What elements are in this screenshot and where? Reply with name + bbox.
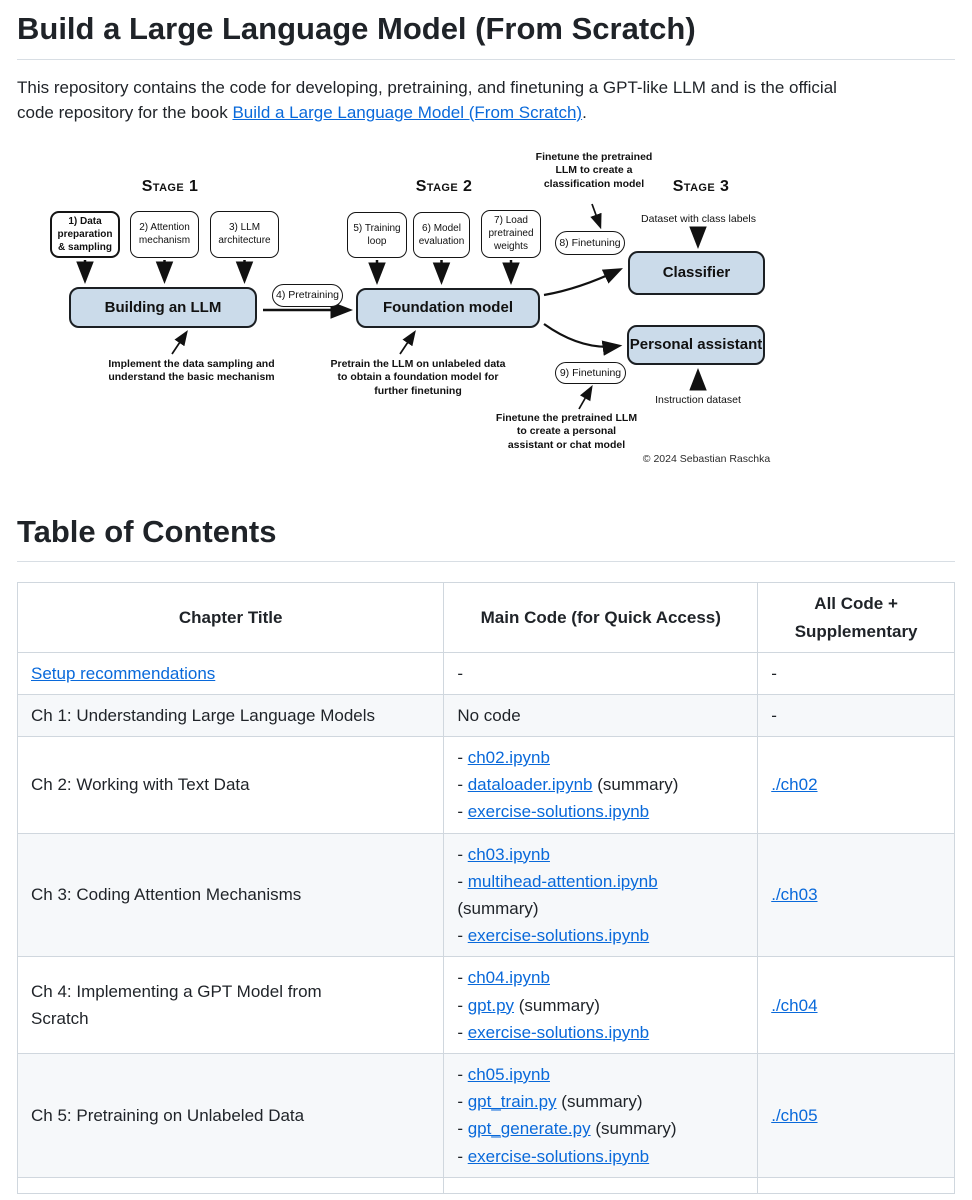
step2-attention-mechanism-box: 2) Attention mechanism [130, 210, 199, 258]
step1-data-preparation-box: 1) Data preparation & sampling [50, 210, 120, 258]
main-code-cell: - ch05.ipynb- gpt_train.py (summary)- gp… [443, 1052, 759, 1178]
code-file-link[interactable]: ch03.ipynb [467, 844, 550, 864]
stage1-label: Stage 1 [141, 177, 199, 195]
all-code-cell: - [757, 651, 955, 695]
code-file-link[interactable]: ch05.ipynb [467, 1064, 550, 1084]
chapter-folder-link[interactable]: ./ch04 [771, 995, 818, 1015]
col-header-all-code: All Code + Supplementary [757, 582, 955, 653]
step3-llm-architecture-box: 3) LLM architecture [210, 210, 279, 258]
note-classification: Finetune the pretrained LLM to create a … [535, 150, 653, 190]
intro-text: This repository contains the code for de… [17, 77, 837, 123]
personal-assistant-box: Personal assistant [627, 324, 765, 365]
table-row-partial [16, 1176, 955, 1194]
instruction-dataset-text: Instruction dataset [655, 393, 741, 406]
table-row: Ch 3: Coding Attention Mechanisms- ch03.… [16, 832, 955, 958]
all-code-cell: ./ch05 [757, 1052, 955, 1178]
chapter-title-cell: Ch 1: Understanding Large Language Model… [16, 693, 445, 738]
llm-stages-diagram: Stage 1 Stage 2 Stage 3 1) Data preparat… [17, 144, 807, 478]
copyright-text: © 2024 Sebastian Raschka [642, 452, 771, 465]
note-stage1: Implement the data sampling and understa… [108, 357, 275, 384]
chapter-link[interactable]: Setup recommendations [31, 663, 216, 683]
foundation-model-box: Foundation model [356, 287, 540, 328]
all-code-cell: ./ch02 [757, 736, 955, 834]
main-code-cell: - [443, 651, 759, 695]
all-code-cell: ./ch03 [757, 832, 955, 958]
col-header-main-code: Main Code (for Quick Access) [443, 582, 759, 653]
table-row: Ch 2: Working with Text Data- ch02.ipynb… [16, 736, 955, 834]
all-code-cell: ./ch04 [757, 956, 955, 1054]
toc-heading: Table of Contents [17, 512, 955, 563]
code-file-link[interactable]: gpt.py [467, 995, 515, 1015]
main-code-cell: - ch03.ipynb- multihead-attention.ipynb … [443, 832, 759, 958]
code-file-link[interactable]: gpt_train.py [467, 1092, 557, 1112]
all-code-cell: - [757, 693, 955, 738]
toc-table-body: Setup recommendations--Ch 1: Understandi… [16, 651, 955, 1178]
finetuning-8-pill: 8) Finetuning [555, 230, 625, 255]
table-row: Ch 1: Understanding Large Language Model… [16, 693, 955, 738]
intro-text-end: . [582, 103, 587, 123]
code-file-link[interactable]: gpt_generate.py [467, 1119, 591, 1139]
main-code-cell: No code [443, 693, 759, 738]
main-code-cell: - ch04.ipynb- gpt.py (summary)- exercise… [443, 956, 759, 1054]
chapter-title-cell: Ch 3: Coding Attention Mechanisms [16, 832, 445, 958]
chapter-folder-link[interactable]: ./ch03 [771, 885, 818, 905]
chapter-title-cell: Ch 2: Working with Text Data [16, 736, 445, 834]
step5-training-loop-box: 5) Training loop [347, 211, 407, 258]
code-file-link[interactable]: exercise-solutions.ipynb [467, 1022, 650, 1042]
main-code-cell: - ch02.ipynb- dataloader.ipynb (summary)… [443, 736, 759, 834]
diagram-arrows [76, 203, 707, 410]
note-assistant: Finetune the pretrained LLM to create a … [495, 411, 638, 451]
code-file-link[interactable]: exercise-solutions.ipynb [467, 1146, 650, 1166]
building-an-llm-box: Building an LLM [69, 286, 257, 328]
code-file-link[interactable]: exercise-solutions.ipynb [467, 802, 650, 822]
table-header-row: Chapter Title Main Code (for Quick Acces… [16, 582, 955, 653]
classifier-box: Classifier [628, 250, 765, 295]
note-stage2: Pretrain the LLM on unlabeled data to ob… [330, 357, 506, 397]
toc-table: Chapter Title Main Code (for Quick Acces… [16, 582, 955, 1194]
code-file-link[interactable]: multihead-attention.ipynb [467, 871, 658, 891]
chapter-title-cell: Setup recommendations [16, 651, 445, 695]
code-file-link[interactable]: exercise-solutions.ipynb [467, 926, 650, 946]
stage2-label: Stage 2 [415, 177, 473, 195]
chapter-folder-link[interactable]: ./ch02 [771, 775, 818, 795]
chapter-folder-link[interactable]: ./ch05 [771, 1105, 818, 1125]
stage3-label: Stage 3 [672, 177, 730, 195]
col-header-chapter-title: Chapter Title [16, 582, 445, 653]
intro-paragraph: This repository contains the code for de… [17, 75, 955, 126]
page-title: Build a Large Language Model (From Scrat… [17, 9, 955, 60]
step6-model-evaluation-box: 6) Model evaluation [413, 211, 470, 258]
table-row: Ch 4: Implementing a GPT Model from Scra… [16, 956, 955, 1054]
code-file-link[interactable]: dataloader.ipynb [467, 775, 593, 795]
book-link[interactable]: Build a Large Language Model (From Scrat… [232, 103, 583, 123]
finetuning-9-pill: 9) Finetuning [555, 361, 626, 384]
step7-load-pretrained-weights-box: 7) Load pretrained weights [481, 209, 541, 258]
dataset-class-labels-text: Dataset with class labels [641, 212, 756, 225]
table-row: Ch 5: Pretraining on Unlabeled Data- ch0… [16, 1052, 955, 1178]
code-file-link[interactable]: ch02.ipynb [467, 748, 550, 768]
code-file-link[interactable]: ch04.ipynb [467, 968, 550, 988]
chapter-title-cell: Ch 4: Implementing a GPT Model from Scra… [16, 956, 445, 1054]
chapter-title-cell: Ch 5: Pretraining on Unlabeled Data [16, 1052, 445, 1178]
pretraining-pill: 4) Pretraining [272, 283, 343, 307]
table-row: Setup recommendations -- [16, 651, 955, 695]
